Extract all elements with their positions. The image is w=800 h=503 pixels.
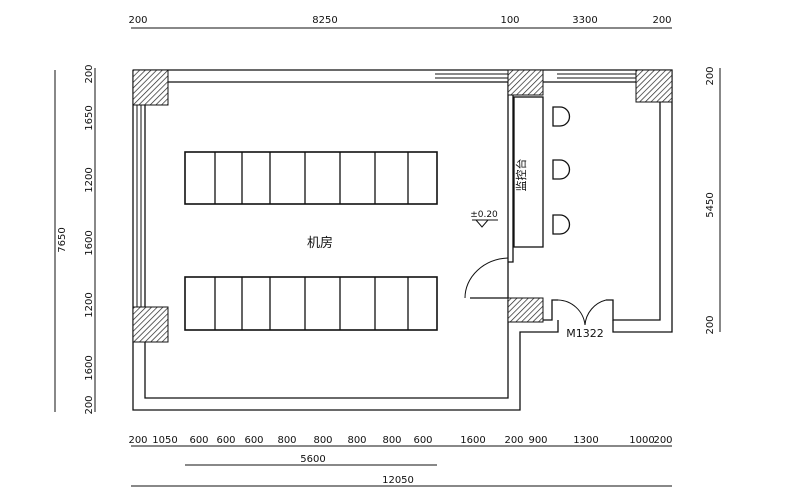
left-dimension: 7650 200 1650 1200 1600 1200 1600 200 bbox=[54, 64, 96, 415]
chairs bbox=[552, 106, 571, 235]
dim-bottom-5: 800 bbox=[277, 435, 296, 446]
dim-left-6: 200 bbox=[84, 395, 95, 414]
room-label: 机房 bbox=[307, 235, 333, 251]
dim-bottom-total: 12050 bbox=[382, 475, 414, 486]
walls bbox=[132, 69, 673, 411]
chair bbox=[552, 159, 571, 180]
elevation-label: ±0.20 bbox=[470, 210, 498, 220]
door-label: M1322 bbox=[566, 327, 604, 340]
column bbox=[132, 69, 169, 106]
door-swing bbox=[464, 257, 509, 299]
column bbox=[635, 69, 673, 103]
dim-bottom-14: 1000 bbox=[629, 435, 654, 446]
dim-bottom-13: 1300 bbox=[573, 435, 598, 446]
dim-top-1: 8250 bbox=[312, 15, 337, 26]
top-dimension: 200 8250 100 3300 200 bbox=[128, 15, 672, 29]
dim-left-0: 200 bbox=[84, 64, 95, 83]
chair bbox=[552, 214, 571, 235]
dim-bottom-3: 600 bbox=[216, 435, 235, 446]
column bbox=[507, 297, 544, 323]
dim-left-total: 7650 bbox=[57, 227, 68, 252]
dim-top-2: 100 bbox=[500, 15, 519, 26]
bottom-dimension: 200 1050 600 600 600 800 800 800 800 600… bbox=[128, 435, 673, 487]
dim-left-3: 1600 bbox=[84, 230, 95, 255]
equipment-rack-row-top bbox=[184, 151, 438, 205]
chair bbox=[552, 106, 571, 127]
dim-right-2: 200 bbox=[705, 315, 716, 334]
dim-top-0: 200 bbox=[128, 15, 147, 26]
dim-left-4: 1200 bbox=[84, 292, 95, 317]
double-door: M1322 bbox=[557, 299, 607, 340]
dim-bottom-2: 600 bbox=[189, 435, 208, 446]
monitoring-desk: 监控台 bbox=[513, 96, 544, 248]
dim-top-4: 200 bbox=[652, 15, 671, 26]
dim-bottom-10: 1600 bbox=[460, 435, 485, 446]
dim-bottom-1: 1050 bbox=[152, 435, 177, 446]
dim-left-2: 1200 bbox=[84, 167, 95, 192]
dim-right-0: 200 bbox=[705, 66, 716, 85]
columns bbox=[132, 69, 673, 343]
dim-bottom-7: 800 bbox=[347, 435, 366, 446]
equipment-rack-row-bottom bbox=[184, 276, 438, 331]
dim-left-1: 1650 bbox=[84, 105, 95, 130]
dim-right-1: 5450 bbox=[705, 192, 716, 217]
column bbox=[507, 69, 544, 96]
column bbox=[132, 306, 169, 343]
dim-bottom-15: 200 bbox=[653, 435, 672, 446]
dim-left-5: 1600 bbox=[84, 355, 95, 380]
right-dimension: 200 5450 200 bbox=[705, 66, 721, 335]
dim-bottom-12: 900 bbox=[528, 435, 547, 446]
elevation-marker: ±0.20 bbox=[470, 210, 498, 228]
dim-bottom-8: 800 bbox=[382, 435, 401, 446]
dim-bottom-6: 800 bbox=[313, 435, 332, 446]
dim-top-3: 3300 bbox=[572, 15, 597, 26]
dim-bottom-0: 200 bbox=[128, 435, 147, 446]
desk-label: 监控台 bbox=[514, 159, 528, 192]
dim-bottom-sub: 5600 bbox=[300, 454, 325, 465]
dim-bottom-11: 200 bbox=[504, 435, 523, 446]
dim-bottom-9: 600 bbox=[413, 435, 432, 446]
dim-bottom-4: 600 bbox=[244, 435, 263, 446]
